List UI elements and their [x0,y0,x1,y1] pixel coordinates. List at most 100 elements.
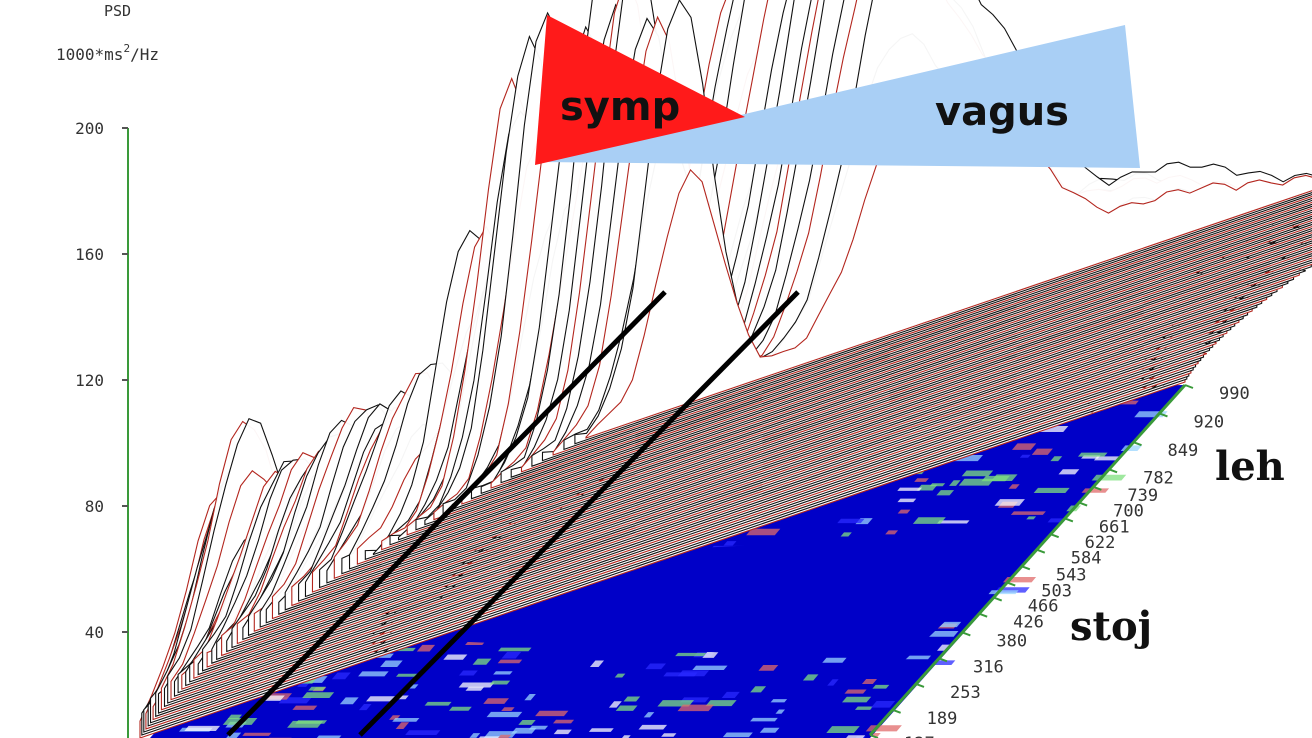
unit-exponent: 2 [123,42,130,55]
floor-speck [916,484,938,491]
unit-base: 1000*ms [56,45,123,64]
z-tick-label: 990 [1219,384,1250,404]
floor-speck [302,692,335,698]
floor-speck [472,658,492,665]
z-tick-mark [1078,501,1088,507]
phase-label-stoj: stoj [1070,603,1152,650]
floor-speck [897,509,911,514]
floor-speck [841,696,872,703]
z-tick-mark [1064,517,1074,523]
floor-speck [552,719,575,724]
floor-speck [844,689,867,694]
phase-label-leh: leh [1215,443,1285,490]
floor-speck [872,684,890,689]
y-tick-label: 200 [75,119,104,138]
floor-speck [885,530,899,535]
floor-speck [770,699,788,703]
floor-speck [988,590,1019,595]
floor-speck [366,696,397,702]
spectrum-curve [585,74,1312,439]
floor-speck [308,686,327,691]
floor-speck [339,697,359,705]
floor-speck [1010,511,1046,515]
floor-speck [865,725,902,732]
floor-speck [897,498,917,503]
z-tick-mark [1133,441,1142,447]
floor-speck [663,672,698,677]
floor-speck [315,735,342,738]
floor-speck [675,652,707,657]
floor-speck [614,673,626,678]
floor-speck [589,660,605,667]
floor-speck [827,679,839,686]
floor-speck [750,686,767,693]
z-tick-mark [1184,384,1194,389]
z-tick-label: 543 [1056,565,1087,585]
floor-speck [822,657,847,663]
floor-speck [912,517,946,524]
symp-vagus-indicator: symp vagus [535,15,1140,168]
y-tick-label: 80 [85,497,104,516]
floor-speck [465,686,485,691]
floor-speck [638,724,668,730]
floor-speck [331,672,351,680]
floor-speck [535,710,569,717]
floor-speck [518,719,536,725]
floor-speck [840,532,852,537]
z-tick-mark [915,682,925,688]
floor-speck [184,725,221,731]
floor-speck [621,735,631,738]
z-tick-label: 426 [1013,613,1044,633]
floor-speck [871,701,896,708]
z-tick-label: 253 [950,683,981,703]
floor-speck [937,520,970,524]
z-tick-mark [978,612,988,618]
z-tick-label: 849 [1168,441,1199,461]
vagus-label: vagus [935,89,1069,135]
floor-speck [949,480,961,486]
floor-speck [661,733,677,737]
floor-speck [458,682,495,688]
floor-speck [897,487,923,491]
divider-line-1 [226,290,667,737]
floor-speck [292,705,318,710]
floor-speck [424,701,452,706]
axes [127,128,1187,738]
z-tick-label: 661 [1099,517,1130,537]
floor-speck [702,652,719,658]
floor-speck [958,478,995,486]
floor-speck [448,706,472,711]
floor-speck [469,733,481,738]
floor-speck [493,671,513,675]
spectral-curves [139,0,1312,738]
floor-speck [645,663,666,670]
floor-speck [1047,518,1064,523]
floor-speck [721,691,740,698]
floor-speck [677,704,714,712]
floor-speck [936,644,950,651]
z-tick-label: 739 [1127,486,1158,506]
z-tick-mark [938,657,948,663]
z-tick-mark [1006,581,1016,587]
floor-speck [389,715,401,720]
divider-lines [226,290,800,737]
floor-speck [1019,454,1031,458]
floor-speck [1077,452,1108,457]
floor-speck [553,729,572,735]
floor-speck [242,732,272,736]
vagus-wedge [540,25,1140,168]
floor-speck [936,490,955,496]
floor-speck [1093,456,1128,461]
floor-speck [489,680,511,685]
floor-speck [358,671,389,677]
z-tick-mark [1050,533,1060,539]
floor-speck [511,727,537,734]
floor-speck [934,660,956,666]
z-tick-label: 466 [1028,597,1059,617]
floor-speck [961,470,994,477]
floor-speck [392,717,420,722]
floor-speck [643,712,655,718]
z-tick-mark [1093,485,1102,491]
